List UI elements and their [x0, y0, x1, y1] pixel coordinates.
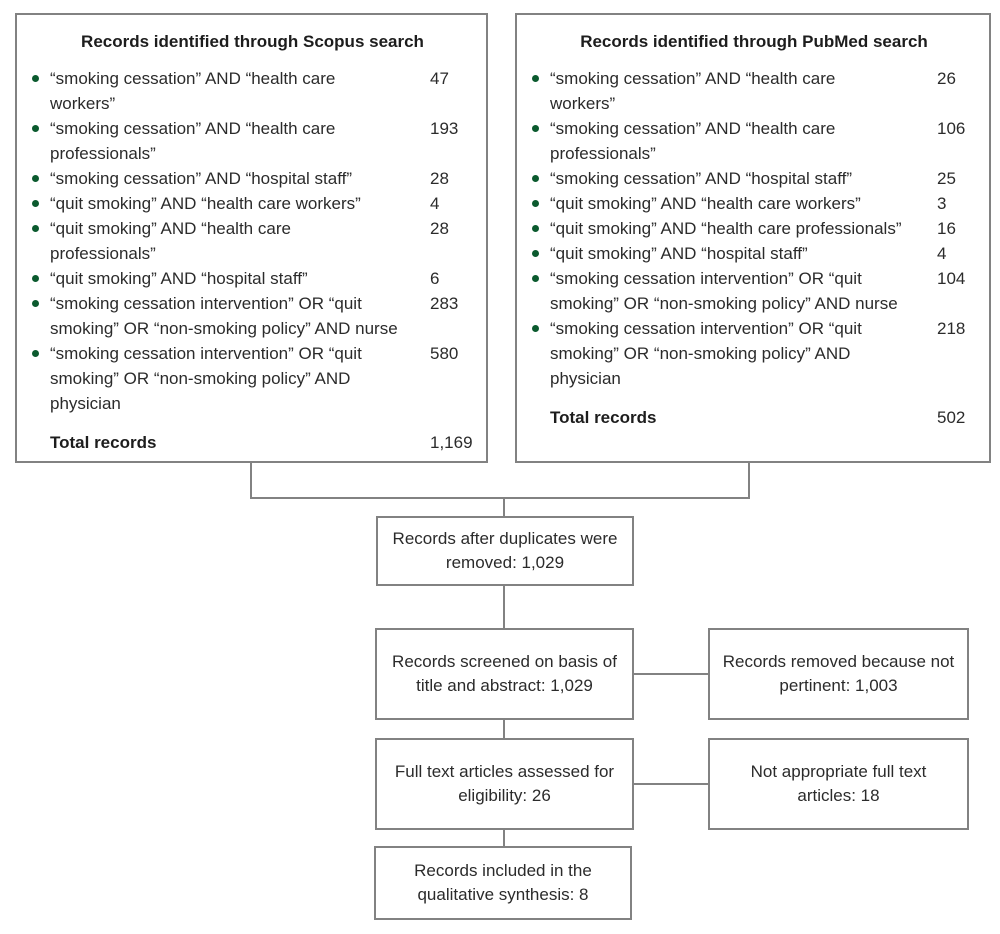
scopus-box-title: Records identified through Scopus search	[81, 32, 424, 51]
total-records-label: Total records	[50, 433, 157, 452]
records-removed-box: Records removed because not pertinent: 1…	[708, 628, 969, 720]
record-count: 28	[430, 219, 449, 238]
bullet-icon	[532, 75, 539, 82]
record-count: 25	[937, 169, 956, 188]
bullet-icon	[32, 225, 39, 232]
bullet-icon	[32, 275, 39, 282]
search-query: “quit smoking” AND “health care workers”	[50, 194, 361, 213]
search-query: “quit smoking” AND “health care professi…	[550, 219, 902, 238]
bullet-icon	[532, 275, 539, 282]
connector-pubmed-down	[748, 463, 750, 499]
connector-merge-horizontal	[250, 497, 750, 499]
search-query: “smoking cessation intervention” OR “qui…	[550, 319, 862, 388]
record-count: 28	[430, 169, 449, 188]
search-item: “quit smoking” AND “health care workers”…	[529, 191, 979, 216]
search-item: “smoking cessation intervention” OR “qui…	[29, 291, 476, 341]
duplicates-removed-box: Records after duplicates were removed: 1…	[376, 516, 634, 586]
search-query: “smoking cessation intervention” OR “qui…	[550, 269, 898, 313]
total-records-count: 1,169	[430, 433, 473, 452]
bullet-icon	[532, 325, 539, 332]
search-item: “quit smoking” AND “health care workers”…	[29, 191, 476, 216]
total-records-label: Total records	[550, 408, 657, 427]
search-item: “smoking cessation” AND “health care wor…	[529, 66, 979, 116]
bullet-icon	[532, 125, 539, 132]
bullet-icon	[532, 175, 539, 182]
bullet-icon	[32, 300, 39, 307]
record-count: 47	[430, 69, 449, 88]
connector-scopus-down	[250, 463, 252, 499]
bullet-icon	[32, 350, 39, 357]
search-query: “smoking cessation” AND “health care wor…	[50, 69, 336, 113]
search-item: “quit smoking” AND “hospital staff” 6	[29, 266, 476, 291]
search-item: “smoking cessation intervention” OR “qui…	[529, 316, 979, 391]
bullet-icon	[532, 200, 539, 207]
records-included-box: Records included in the qualitative synt…	[374, 846, 632, 920]
connector-screened-to-removed	[634, 673, 708, 675]
search-query: “smoking cessation” AND “health care pro…	[550, 119, 836, 163]
record-count: 4	[937, 244, 947, 263]
search-item: “smoking cessation” AND “hospital staff”…	[529, 166, 979, 191]
search-query: “quit smoking” AND “hospital staff”	[50, 269, 308, 288]
record-count: 580	[430, 344, 459, 363]
search-item: “smoking cessation” AND “health care pro…	[29, 116, 476, 166]
search-item: “smoking cessation” AND “hospital staff”…	[29, 166, 476, 191]
record-count: 3	[937, 194, 947, 213]
bullet-icon	[32, 200, 39, 207]
bullet-icon	[32, 175, 39, 182]
fulltext-excluded-box: Not appropriate full text articles: 18	[708, 738, 969, 830]
search-query: “smoking cessation” AND “hospital staff”	[50, 169, 353, 188]
connector-merge-down	[503, 499, 505, 516]
bullet-icon	[532, 250, 539, 257]
connector-fulltext-to-excluded	[634, 783, 708, 785]
search-query: “smoking cessation” AND “hospital staff”	[550, 169, 853, 188]
record-count: 6	[430, 269, 440, 288]
total-records-row: Total records 502	[529, 405, 979, 430]
fulltext-assessed-box: Full text articles assessed for eligibil…	[375, 738, 634, 830]
record-count: 218	[937, 319, 966, 338]
search-item: “smoking cessation intervention” OR “qui…	[29, 341, 476, 416]
connector-duplicates-to-screened	[503, 586, 505, 628]
record-count: 26	[937, 69, 956, 88]
search-item: “smoking cessation intervention” OR “qui…	[529, 266, 979, 316]
pubmed-box-title: Records identified through PubMed search	[580, 32, 928, 51]
scopus-search-box: Records identified through Scopus search…	[15, 13, 488, 463]
search-item: “quit smoking” AND “health care professi…	[29, 216, 476, 266]
search-query: “smoking cessation” AND “health care pro…	[50, 119, 336, 163]
record-count: 104	[937, 269, 966, 288]
bullet-icon	[532, 225, 539, 232]
search-item: “smoking cessation” AND “health care pro…	[529, 116, 979, 166]
total-records-row: Total records 1,169	[29, 430, 476, 455]
record-count: 16	[937, 219, 956, 238]
search-item: “quit smoking” AND “hospital staff” 4	[529, 241, 979, 266]
search-item: “quit smoking” AND “health care professi…	[529, 216, 979, 241]
bullet-icon	[32, 125, 39, 132]
search-query: “smoking cessation” AND “health care wor…	[550, 69, 836, 113]
connector-screened-to-fulltext	[503, 720, 505, 738]
record-count: 283	[430, 294, 459, 313]
search-query: “quit smoking” AND “health care workers”	[550, 194, 861, 213]
search-query: “quit smoking” AND “health care professi…	[50, 219, 291, 263]
record-count: 106	[937, 119, 966, 138]
record-count: 4	[430, 194, 440, 213]
search-query: “smoking cessation intervention” OR “qui…	[50, 294, 398, 338]
search-query: “smoking cessation intervention” OR “qui…	[50, 344, 362, 413]
record-count: 193	[430, 119, 459, 138]
search-query: “quit smoking” AND “hospital staff”	[550, 244, 808, 263]
search-item: “smoking cessation” AND “health care wor…	[29, 66, 476, 116]
records-screened-box: Records screened on basis of title and a…	[375, 628, 634, 720]
total-records-count: 502	[937, 408, 966, 427]
bullet-icon	[32, 75, 39, 82]
connector-fulltext-to-included	[503, 830, 505, 846]
pubmed-search-box: Records identified through PubMed search…	[515, 13, 991, 463]
